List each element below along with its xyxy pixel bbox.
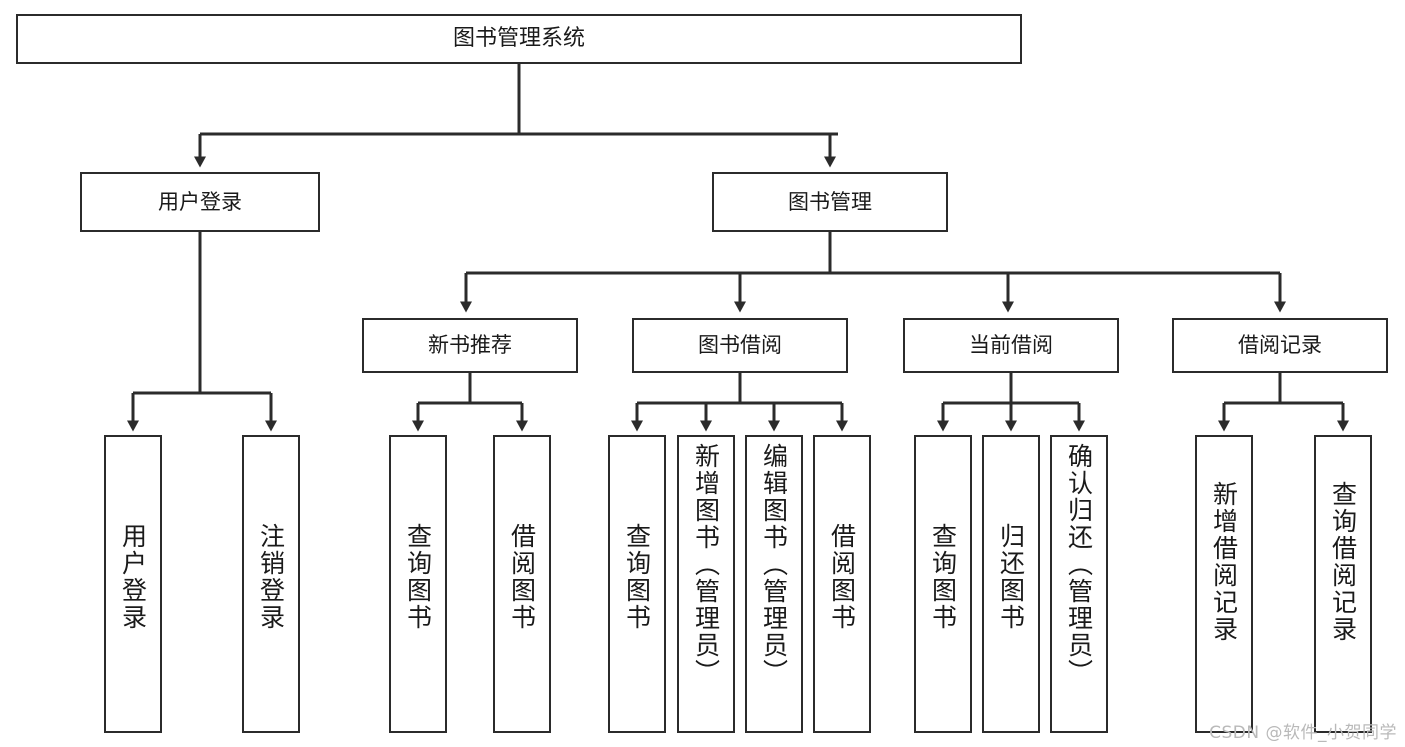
node-new-book-recommend[interactable]: 新书推荐 (362, 318, 578, 373)
leaf-confirm-return-admin-label: 确认归还（管理员） (1064, 443, 1094, 686)
node-current-borrow[interactable]: 当前借阅 (903, 318, 1119, 373)
node-user-login[interactable]: 用户登录 (80, 172, 320, 232)
node-root-label: 图书管理系统 (452, 26, 585, 52)
leaf-edit-book-admin-label: 编辑图书（管理员） (759, 443, 789, 686)
leaf-query-borrow-record-label: 查询借阅记录 (1328, 481, 1358, 643)
node-borrow-records-label: 借阅记录 (1238, 333, 1322, 358)
leaf-borrow-book-2-label: 借阅图书 (827, 523, 857, 631)
leaf-add-book-admin[interactable]: 新增图书（管理员） (677, 435, 735, 733)
node-current-borrow-label: 当前借阅 (969, 333, 1053, 358)
node-book-borrow-label: 图书借阅 (698, 333, 782, 358)
leaf-query-book-2-label: 查询图书 (622, 523, 652, 631)
leaf-logout-label: 注销登录 (256, 523, 286, 631)
leaf-logout[interactable]: 注销登录 (242, 435, 300, 733)
node-root[interactable]: 图书管理系统 (16, 14, 1022, 64)
leaf-query-book-1-label: 查询图书 (403, 523, 433, 631)
leaf-confirm-return-admin[interactable]: 确认归还（管理员） (1050, 435, 1108, 733)
leaf-query-book-1[interactable]: 查询图书 (389, 435, 447, 733)
leaf-user-login[interactable]: 用户登录 (104, 435, 162, 733)
leaf-add-borrow-record[interactable]: 新增借阅记录 (1195, 435, 1253, 733)
leaf-add-borrow-record-label: 新增借阅记录 (1209, 481, 1239, 643)
node-book-management-label: 图书管理 (788, 189, 872, 214)
node-user-login-label: 用户登录 (158, 189, 242, 214)
leaf-add-book-admin-label: 新增图书（管理员） (691, 443, 721, 686)
leaf-borrow-book-2[interactable]: 借阅图书 (813, 435, 871, 733)
leaf-query-borrow-record[interactable]: 查询借阅记录 (1314, 435, 1372, 733)
csdn-watermark: CSDN @软件_小贺同学 (1209, 723, 1397, 743)
leaf-user-login-label: 用户登录 (118, 523, 148, 631)
leaf-edit-book-admin[interactable]: 编辑图书（管理员） (745, 435, 803, 733)
leaf-borrow-book-1-label: 借阅图书 (507, 523, 537, 631)
node-borrow-records[interactable]: 借阅记录 (1172, 318, 1388, 373)
node-book-management[interactable]: 图书管理 (712, 172, 948, 232)
leaf-query-book-3-label: 查询图书 (928, 523, 958, 631)
node-new-book-recommend-label: 新书推荐 (428, 333, 512, 358)
node-book-borrow[interactable]: 图书借阅 (632, 318, 848, 373)
leaf-return-book[interactable]: 归还图书 (982, 435, 1040, 733)
leaf-return-book-label: 归还图书 (996, 523, 1026, 631)
leaf-query-book-2[interactable]: 查询图书 (608, 435, 666, 733)
leaf-borrow-book-1[interactable]: 借阅图书 (493, 435, 551, 733)
leaf-query-book-3[interactable]: 查询图书 (914, 435, 972, 733)
